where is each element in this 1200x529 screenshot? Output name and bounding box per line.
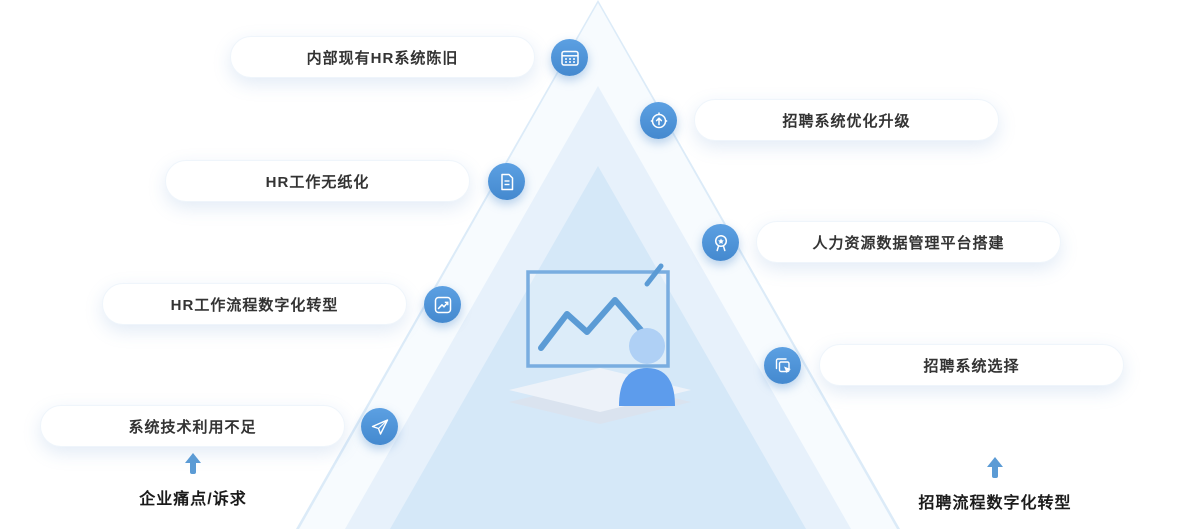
right-item-hr-data-platform: 人力资源数据管理平台搭建 (756, 221, 1061, 263)
mountain-line (538, 297, 644, 351)
presentation-illustration (495, 258, 705, 433)
left-item-legacy-hr-system: 内部现有HR系统陈旧 (230, 36, 535, 78)
right-item-system-selection: 招聘系统选择 (819, 344, 1124, 386)
right-item-label: 招聘系统优化升级 (782, 112, 911, 130)
chart-presenter-graphic (509, 263, 691, 424)
upgrade-circle-icon (640, 102, 677, 139)
left-item-label: HR工作流程数字化转型 (170, 296, 339, 314)
right-item-label: 招聘系统选择 (923, 357, 1020, 375)
left-item-underused-tech: 系统技术利用不足 (40, 405, 345, 447)
footer-right-label: 招聘流程数字化转型 (918, 495, 1072, 512)
right-item-system-upgrade: 招聘系统优化升级 (694, 99, 999, 141)
keyboard-card-icon (551, 39, 588, 76)
right-item-label: 人力资源数据管理平台搭建 (812, 234, 1005, 252)
left-item-label: 系统技术利用不足 (128, 418, 257, 436)
person-head (629, 328, 665, 364)
medal-icon (702, 224, 739, 261)
trend-chart-icon (424, 286, 461, 323)
up-arrow-icon (185, 453, 201, 474)
paper-plane-icon (361, 408, 398, 445)
person-body (619, 368, 675, 406)
left-item-label: 内部现有HR系统陈旧 (306, 49, 459, 67)
left-item-label: HR工作无纸化 (265, 173, 370, 191)
footer-left-label: 企业痛点/诉求 (139, 491, 247, 508)
up-arrow-icon (987, 457, 1003, 478)
select-copy-icon (764, 347, 801, 384)
pencil-icon (644, 263, 664, 287)
footer-left-group: 企业痛点/诉求 (93, 453, 293, 509)
left-item-paperless-hr: HR工作无纸化 (165, 160, 470, 202)
left-item-digital-workflow: HR工作流程数字化转型 (102, 283, 407, 325)
footer-right-group: 招聘流程数字化转型 (895, 457, 1095, 513)
document-icon (488, 163, 525, 200)
